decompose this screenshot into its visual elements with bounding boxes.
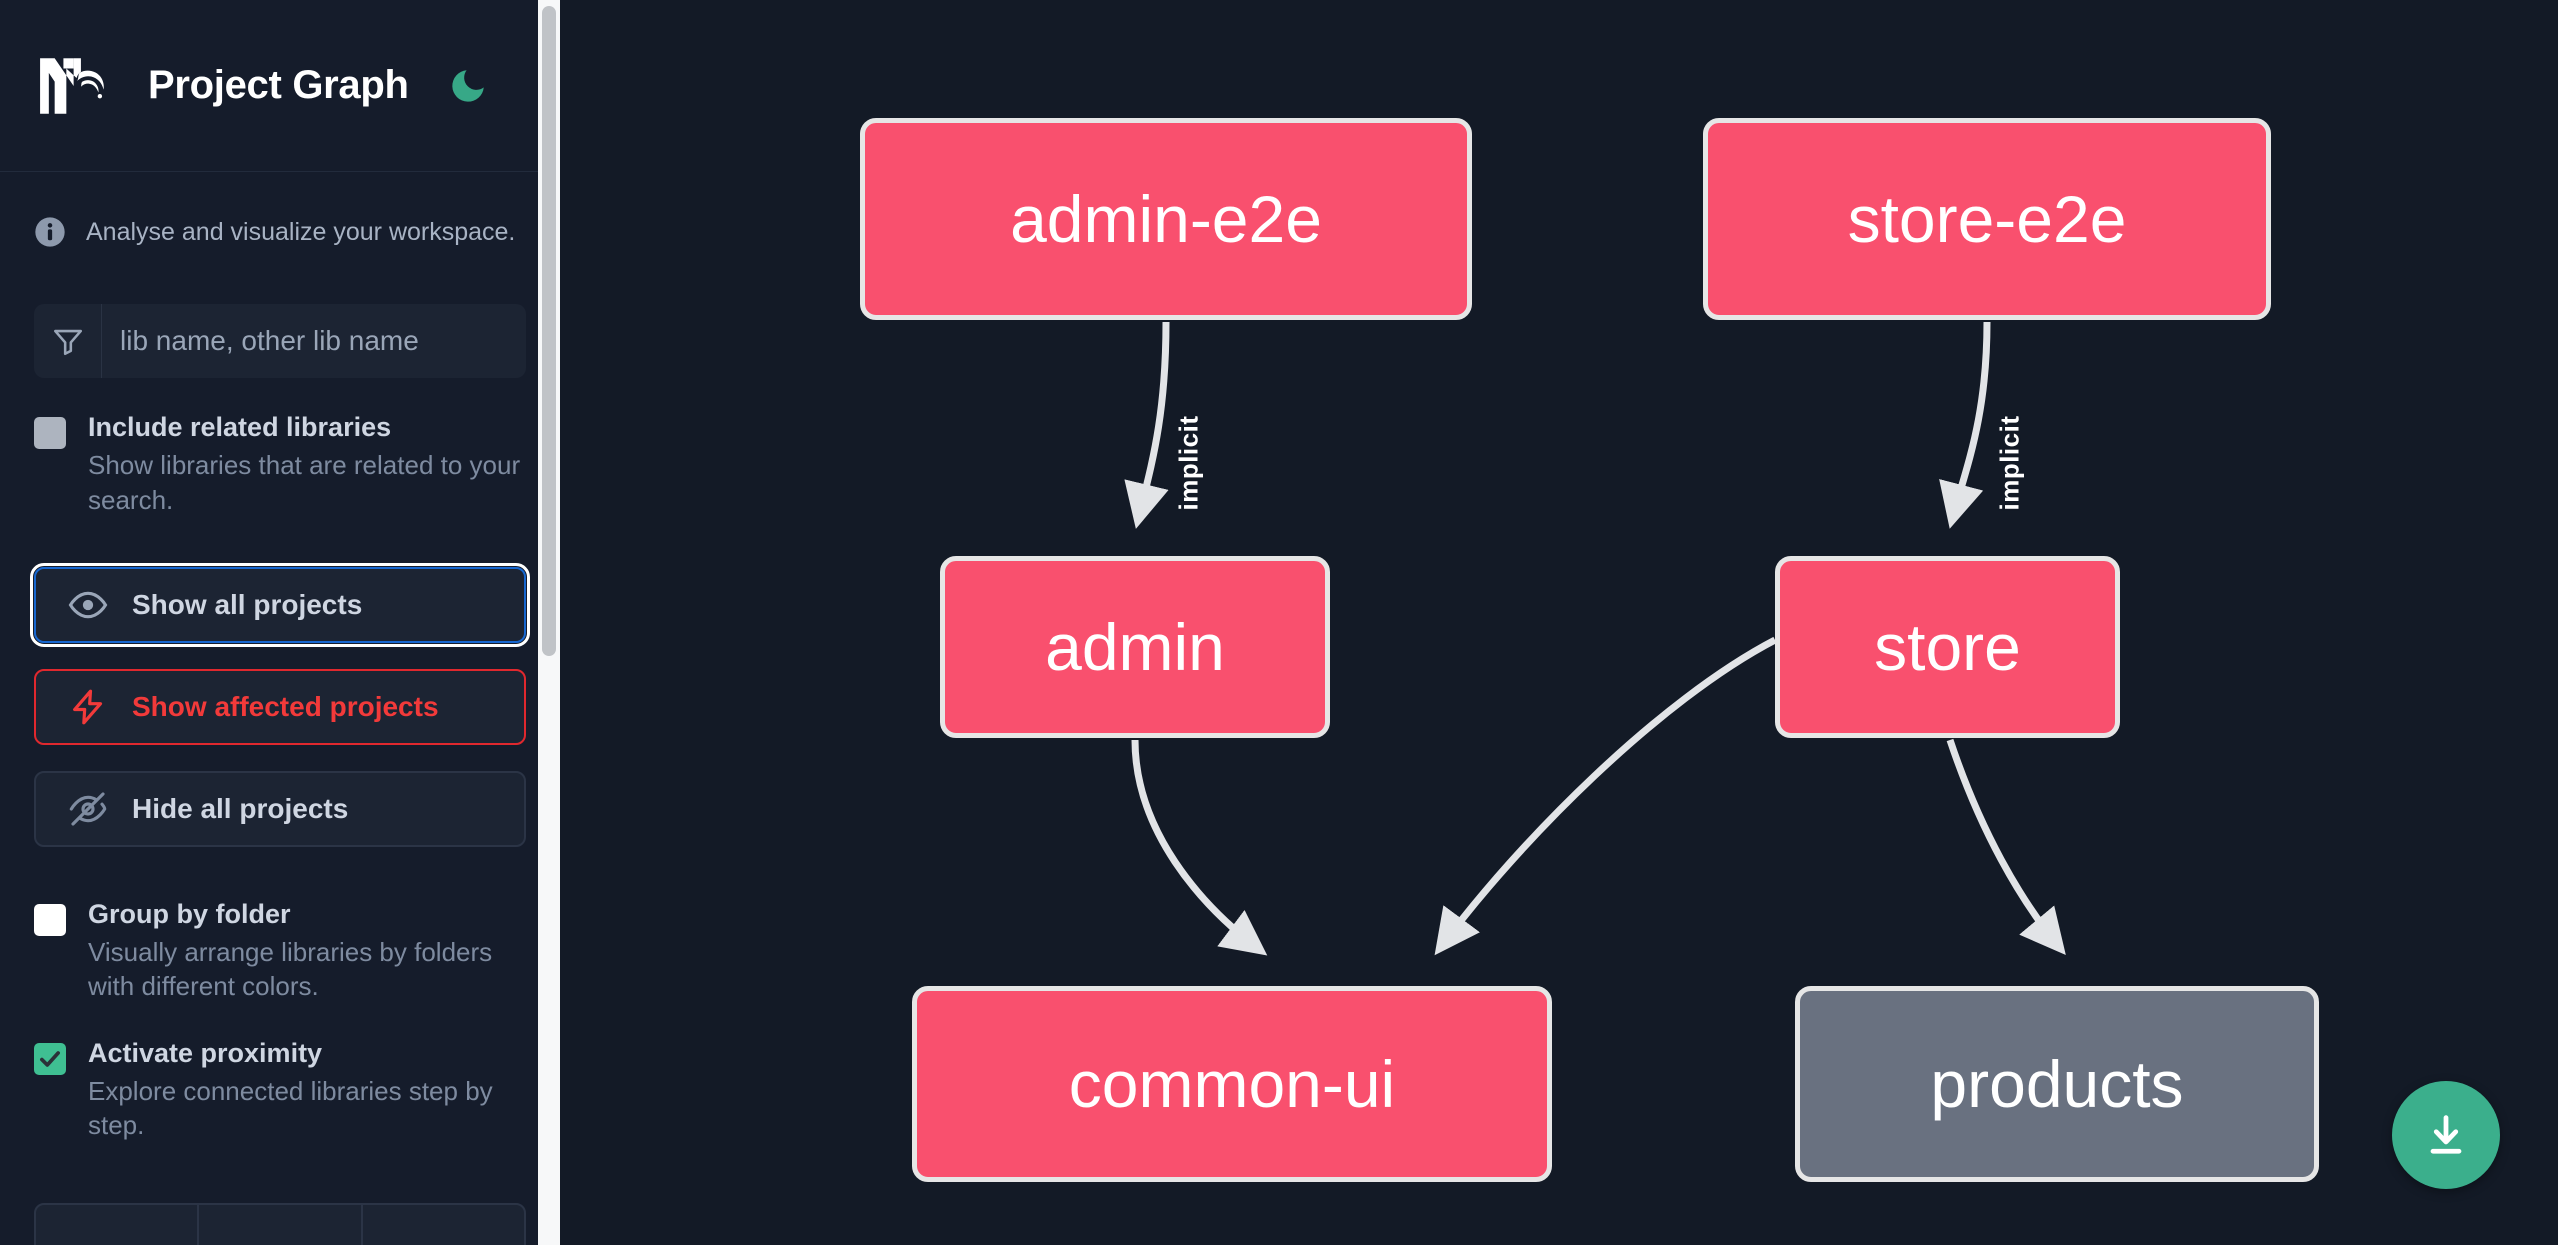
eye-icon: [66, 583, 110, 627]
segment-2[interactable]: [199, 1205, 363, 1245]
graph-node-common-ui[interactable]: common-ui: [912, 986, 1552, 1182]
checkbox-activate-proximity[interactable]: Activate proximity Explore connected lib…: [34, 1038, 526, 1143]
button-label: Hide all projects: [132, 792, 349, 824]
checkbox-description: Explore connected libraries step by step…: [88, 1075, 493, 1141]
checkbox-label: Group by folder: [88, 898, 291, 929]
filter-icon: [34, 304, 102, 378]
edge-label-store-e2e-store: implicit: [1994, 415, 2025, 511]
edge-admin-e2e-to-admin: [1124, 321, 1170, 529]
checkbox-group-by-folder[interactable]: Group by folder Visually arrange librari…: [34, 899, 526, 1004]
edge-store-to-products: [1946, 738, 2066, 955]
graph-node-label: products: [1930, 1047, 2184, 1121]
tagline: Analyse and visualize your workspace.: [34, 216, 526, 248]
include-related-libraries-checkbox[interactable]: [34, 417, 66, 449]
checkbox-label: Include related libraries: [88, 412, 392, 442]
graph-node-label: store: [1874, 610, 2021, 684]
checkbox-include-related-libraries[interactable]: Include related libraries Show libraries…: [34, 412, 526, 517]
graph-node-admin[interactable]: admin: [940, 556, 1330, 738]
graph-node-products[interactable]: products: [1795, 986, 2319, 1182]
tagline-text: Analyse and visualize your workspace.: [86, 217, 516, 246]
graph-node-store-e2e[interactable]: store-e2e: [1703, 118, 2271, 320]
activate-proximity-checkbox[interactable]: [34, 1042, 66, 1075]
graph-node-label: common-ui: [1068, 1047, 1396, 1121]
graph-edges: [1124, 321, 2066, 956]
page-title: Project Graph: [148, 63, 409, 107]
download-button[interactable]: [2392, 1081, 2500, 1189]
graph-node-store[interactable]: store: [1775, 556, 2120, 738]
button-label: Show affected projects: [132, 690, 439, 722]
eye-off-icon: [66, 787, 110, 831]
search-input[interactable]: [102, 304, 526, 378]
graph-node-label: admin: [1045, 610, 1225, 684]
edge-label-admin-e2e-admin: implicit: [1173, 415, 1204, 511]
visibility-button-group: Show all projects Show affected projects: [30, 562, 530, 847]
nx-logo-icon: [34, 51, 122, 121]
moon-icon[interactable]: [445, 63, 491, 109]
info-icon: [34, 216, 66, 248]
sidebar-scrollbar[interactable]: [538, 0, 560, 1245]
hide-all-projects-button[interactable]: Hide all projects: [34, 770, 526, 847]
checkbox-description: Show libraries that are related to your …: [88, 450, 521, 515]
graph-node-label: admin-e2e: [1010, 182, 1322, 256]
checkbox-description: Visually arrange libraries by folders wi…: [88, 937, 493, 1002]
sidebar-body: Analyse and visualize your workspace. In…: [0, 216, 560, 1143]
search-box[interactable]: [34, 304, 526, 378]
lightning-icon: [66, 685, 110, 729]
edge-store-to-common-ui: [1434, 636, 1777, 956]
group-by-folder-checkbox[interactable]: [34, 903, 66, 936]
sidebar-scrollbar-thumb[interactable]: [542, 6, 556, 656]
graph-node-label: store-e2e: [1847, 182, 2127, 256]
edge-store-e2e-to-store: [1939, 321, 1991, 529]
button-label: Show all projects: [132, 588, 363, 620]
sidebar: Project Graph Analyse and visualize your…: [0, 0, 560, 1245]
segment-3[interactable]: [363, 1205, 524, 1245]
graph-node-admin-e2e[interactable]: admin-e2e: [860, 118, 1472, 320]
graph-canvas[interactable]: admin-e2e store-e2e admin store common-ui pro…: [560, 0, 2558, 1245]
show-affected-projects-button[interactable]: Show affected projects: [34, 668, 526, 745]
edge-admin-to-common-ui: [1131, 739, 1268, 956]
show-all-projects-button[interactable]: Show all projects: [30, 562, 530, 647]
segmented-control[interactable]: [34, 1203, 526, 1245]
sidebar-header: Project Graph: [0, 0, 560, 172]
checkbox-label: Activate proximity: [88, 1037, 323, 1068]
segment-1[interactable]: [36, 1205, 200, 1245]
